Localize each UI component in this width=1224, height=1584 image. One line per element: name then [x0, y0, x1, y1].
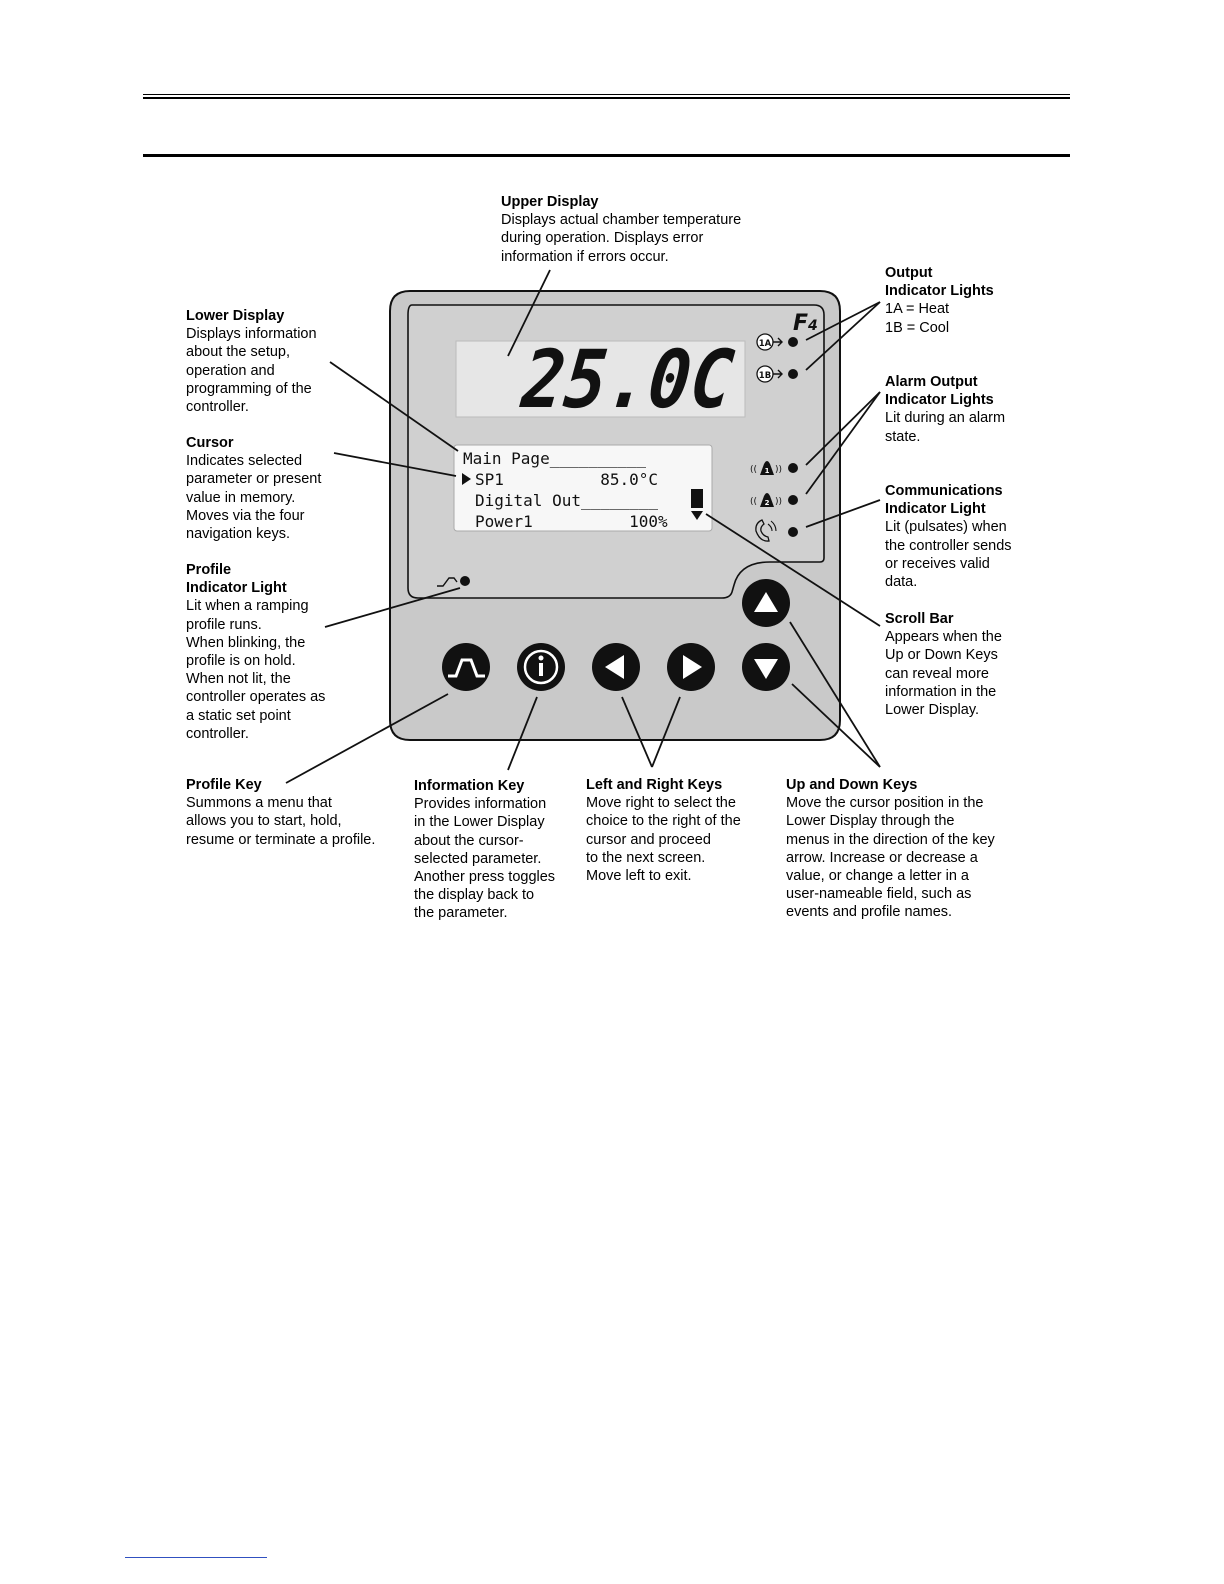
svg-text:1A: 1A: [759, 339, 772, 349]
callout-scroll-bar: Scroll Bar Appears when the Up or Down K…: [885, 611, 1002, 719]
svg-text:1B: 1B: [759, 371, 771, 381]
communications-led: [788, 527, 798, 537]
output-1b-led: [788, 369, 798, 379]
callout-information-key: Information Key Provides information in …: [414, 778, 556, 922]
alarm-1-bell-icon: (( 1 )): [750, 461, 798, 475]
svg-text:F: F: [793, 311, 808, 336]
callout-title: Information Key: [414, 778, 525, 794]
profile-indicator-led: [460, 576, 470, 586]
svg-text:)): )): [775, 465, 782, 475]
output-indicator-1b: 1B: [756, 365, 798, 383]
callout-title: Upper Display: [501, 194, 599, 210]
lower-display: Main Page__________ SP1 85.0°C Digital O…: [453, 444, 713, 532]
scroll-down-arrow-icon: [691, 511, 703, 520]
profile-indicator-icon: [437, 576, 470, 587]
right-key[interactable]: [667, 643, 715, 691]
svg-text:)): )): [775, 497, 782, 507]
callout-up-and-down-keys: Up and Down Keys Move the cursor positio…: [786, 777, 995, 921]
information-key[interactable]: [517, 643, 565, 691]
info-icon: [523, 649, 559, 685]
callout-lower-display: Lower Display Displays information about…: [186, 308, 317, 416]
communications-phone-icon: [755, 519, 798, 542]
svg-text:2: 2: [765, 499, 770, 507]
callout-title: Cursor: [186, 435, 234, 451]
callout-upper-display: Upper Display Displays actual chamber te…: [501, 194, 742, 265]
upper-display: 25.0C: [455, 333, 746, 426]
callout-profile-indicator-light: Profile Indicator Light Lit when a rampi…: [186, 562, 326, 742]
callout-title-2: Indicator Light: [186, 580, 287, 597]
callout-title: Communications: [885, 483, 1003, 499]
callout-left-and-right-keys: Left and Right Keys Move right to select…: [586, 777, 741, 885]
lower-display-line-1: Main Page__________: [463, 449, 646, 468]
alarm-2-bell-icon: (( 2 )): [750, 493, 798, 507]
callout-title: Up and Down Keys: [786, 777, 918, 793]
callout-title: Output: [885, 265, 933, 281]
callout-title: Profile Key: [186, 777, 262, 793]
scroll-bar-block: [691, 489, 703, 508]
header-rule-top-1: [143, 94, 1070, 95]
down-arrow-icon: [754, 659, 778, 679]
callout-output-indicator-lights: Output Indicator Lights 1A = Heat 1B = C…: [885, 265, 994, 336]
alarm-2-led: [788, 495, 798, 505]
callout-title: Scroll Bar: [885, 611, 954, 627]
callout-title: Left and Right Keys: [586, 777, 723, 793]
leader-lines: [285, 269, 881, 784]
callout-cursor: Cursor Indicates selected parameter or p…: [186, 435, 322, 543]
header-rule-bottom: [143, 154, 1070, 157]
callout-title: Alarm Output: [885, 374, 978, 390]
left-arrow-icon: [605, 655, 624, 679]
callout-title: Lower Display: [186, 308, 285, 324]
up-key[interactable]: [742, 579, 790, 627]
callout-title: Profile: [186, 562, 232, 578]
callout-profile-key: Profile Key Summons a menu that allows y…: [186, 777, 376, 848]
right-arrow-icon: [683, 655, 702, 679]
callout-title-2: Indicator Lights: [885, 283, 994, 300]
header-rule-top-2: [143, 97, 1070, 99]
alarm-1-led: [788, 463, 798, 473]
lower-display-line-3: Digital Out________: [475, 491, 658, 510]
f4-logo: F 4: [793, 311, 818, 336]
svg-text:4: 4: [807, 318, 818, 334]
output-1a-led: [788, 337, 798, 347]
callout-alarm-output-indicator-lights: Alarm Output Indicator Lights Lit during…: [885, 374, 1006, 445]
svg-text:((: ((: [750, 465, 757, 475]
callout-title-2: Indicator Lights: [885, 392, 994, 409]
footer-link-underline[interactable]: [125, 1557, 267, 1558]
up-arrow-icon: [754, 592, 778, 612]
cursor-arrow-icon: [462, 473, 471, 485]
svg-text:((: ((: [750, 497, 757, 507]
profile-key[interactable]: [442, 643, 490, 691]
output-indicator-1a: 1A: [756, 333, 798, 351]
svg-text:1: 1: [765, 467, 770, 475]
left-key[interactable]: [592, 643, 640, 691]
lower-display-line-2: SP1 85.0°C: [475, 470, 658, 489]
down-key[interactable]: [742, 643, 790, 691]
callout-title-2: Indicator Light: [885, 501, 986, 518]
upper-display-value: 25.0C: [516, 333, 737, 426]
callout-communications-indicator-light: Communications Indicator Light Lit (puls…: [885, 483, 1012, 591]
lower-display-line-4: Power1 100%: [475, 512, 668, 531]
